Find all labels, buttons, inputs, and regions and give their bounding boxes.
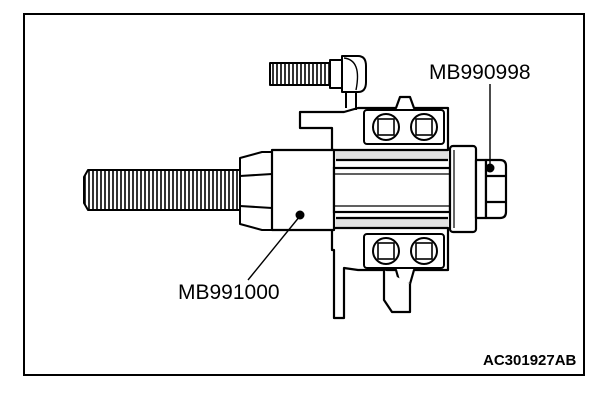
threaded-spindle	[83, 169, 241, 211]
leader-dot-mb991000	[295, 210, 305, 220]
right-plate-tool	[448, 144, 508, 234]
lower-bearing	[363, 233, 445, 269]
callout-mb991000: MB991000	[178, 281, 280, 304]
leader-mb991000	[247, 215, 301, 281]
upper-bearing	[363, 109, 445, 145]
figure-code: AC301927AB	[483, 352, 577, 369]
leader-dot-mb990998	[485, 163, 495, 173]
hub-bolt	[269, 55, 367, 110]
spindle-nut	[239, 151, 273, 231]
callout-mb990998: MB990998	[429, 61, 531, 84]
center-shaft	[332, 166, 452, 214]
leader-lines	[247, 84, 491, 281]
